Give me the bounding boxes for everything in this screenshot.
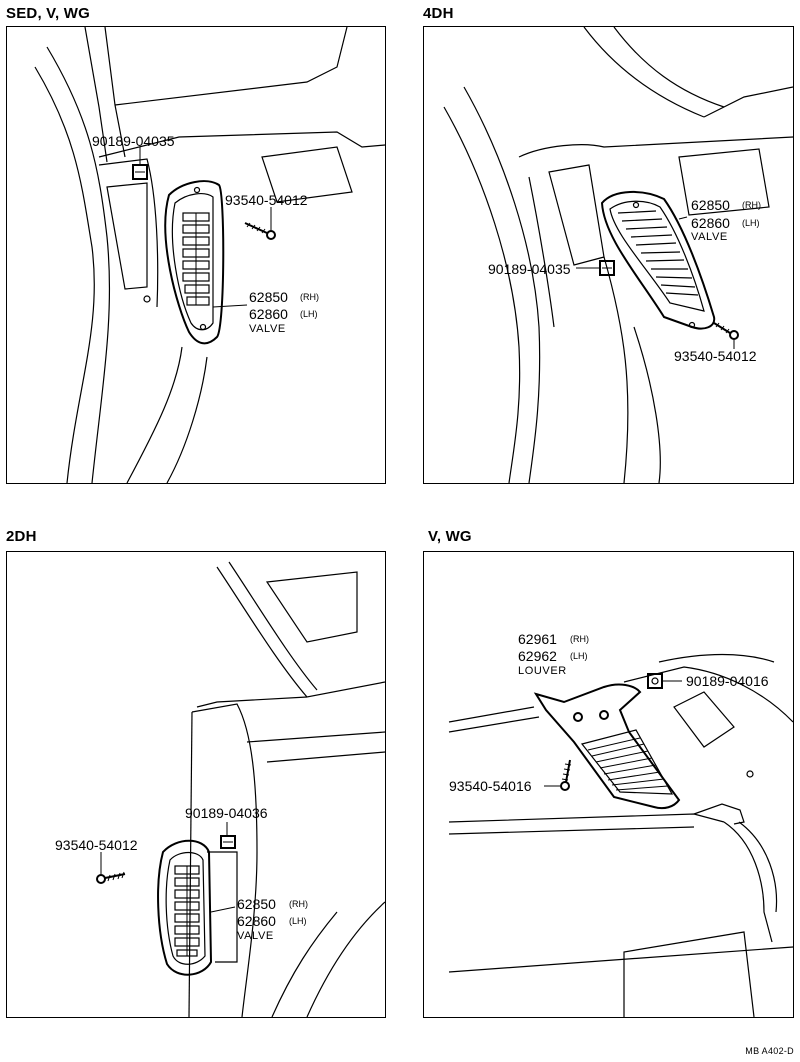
clip-part: [220, 822, 236, 849]
part-name-valve: VALVE: [237, 930, 274, 942]
part-name-valve: VALVE: [691, 231, 728, 243]
screw-part-number: 93540-54012: [55, 837, 138, 853]
panel-sed-v-wg: 90189-04035 93540-54012 62850 (RH) 62860…: [6, 26, 386, 484]
rh-suffix: (RH): [742, 200, 761, 210]
screw-part: [96, 852, 126, 884]
diagram-sed-v-wg: 90189-04035 93540-54012 62850 (RH) 62860…: [34, 27, 385, 483]
panel-4dh: 62850 (RH) 62860 (LH) VALVE 90189-04035 …: [423, 26, 794, 484]
screw-part: [244, 207, 276, 240]
lh-suffix: (LH): [570, 651, 588, 661]
valve-part-number-rh: 62850: [691, 197, 730, 213]
diagram-4dh: 62850 (RH) 62860 (LH) VALVE 90189-04035 …: [443, 27, 793, 483]
panel-2dh: 90189-04036 93540-54012 62850 (RH) 62860…: [6, 551, 386, 1018]
panel-title-2dh: 2DH: [6, 528, 37, 545]
louver-slats: [587, 737, 669, 791]
panel-v-wg: 62961 (RH) 62962 (LH) LOUVER 90189-04016…: [423, 551, 794, 1018]
screw-part-number: 93540-54012: [225, 192, 308, 208]
clip-part: [132, 147, 148, 180]
body-outline: [34, 27, 385, 483]
valve-louvers: [617, 210, 699, 296]
louver-part-number-rh: 62961: [518, 631, 557, 647]
screw-part: [713, 322, 739, 349]
valve-part-number-rh: 62850: [249, 289, 288, 305]
valve-part-number-lh: 62860: [237, 913, 276, 929]
clip-part-number: 90189-04036: [185, 805, 268, 821]
valve-part: [157, 839, 213, 976]
screw-part: [544, 759, 572, 791]
rh-suffix: (RH): [570, 634, 589, 644]
rh-suffix: (RH): [289, 899, 308, 909]
body-outline: [443, 27, 793, 483]
valve-part-number-rh: 62850: [237, 896, 276, 912]
leader-valve: [210, 906, 236, 913]
valve-louvers: [182, 212, 210, 306]
clip-part: [576, 260, 615, 276]
clip-part-number: 90189-04016: [686, 673, 769, 689]
part-name-louver: LOUVER: [518, 665, 567, 677]
clip-part: [647, 673, 682, 689]
clip-part-number: 90189-04035: [92, 133, 175, 149]
rh-suffix: (RH): [300, 292, 319, 302]
lh-suffix: (LH): [300, 309, 318, 319]
lh-suffix: (LH): [289, 916, 307, 926]
screw-part-number: 93540-54012: [674, 348, 757, 364]
valve-part-number-lh: 62860: [691, 215, 730, 231]
valve-part-number-lh: 62860: [249, 306, 288, 322]
part-name-valve: VALVE: [249, 323, 286, 335]
diagram-v-wg: 62961 (RH) 62962 (LH) LOUVER 90189-04016…: [448, 631, 793, 1017]
valve-part: [600, 190, 716, 330]
clip-part-number: 90189-04035: [488, 261, 571, 277]
lh-suffix: (LH): [742, 218, 760, 228]
louver-part-number-lh: 62962: [518, 648, 557, 664]
valve-louvers: [174, 865, 200, 957]
panel-title-4dh: 4DH: [423, 5, 454, 22]
body-outline: [448, 653, 793, 1017]
panel-title-sed-v-wg: SED, V, WG: [6, 5, 90, 22]
drawing-reference-code: MB A402-D: [745, 1046, 794, 1056]
screw-part-number: 93540-54016: [449, 778, 532, 794]
leader-valve: [678, 216, 688, 220]
louver-part: [533, 683, 681, 810]
body-outline: [188, 561, 385, 1017]
leader-valve: [212, 304, 248, 308]
valve-part: [164, 180, 225, 345]
diagram-2dh: 90189-04036 93540-54012 62850 (RH) 62860…: [55, 561, 385, 1017]
panel-title-v-wg: V, WG: [428, 528, 472, 545]
